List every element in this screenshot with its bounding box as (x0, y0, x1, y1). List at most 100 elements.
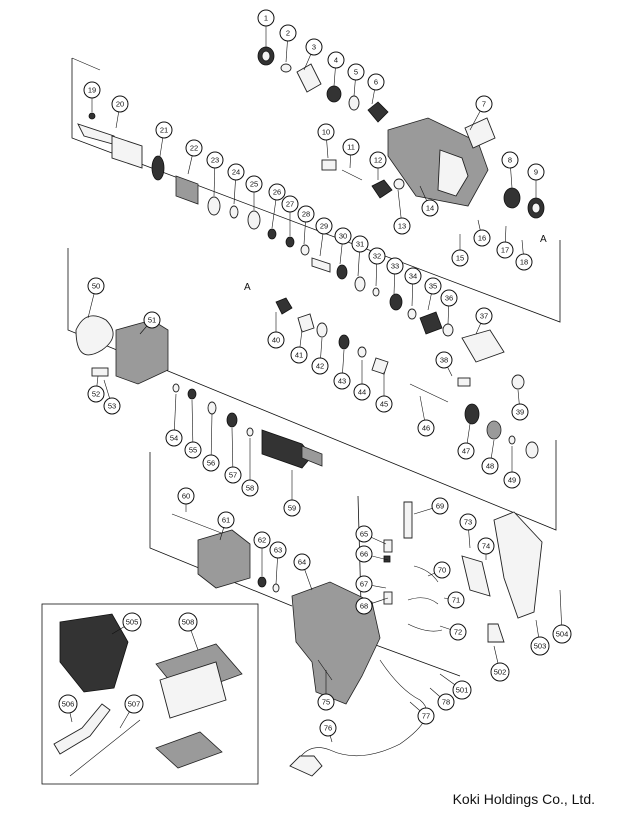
callout-69: 69 (413, 497, 449, 515)
callout-circle-66 (355, 545, 373, 563)
callout-14: 14 (419, 185, 439, 217)
callout-label-19: 19 (88, 86, 96, 95)
callout-label-42: 42 (316, 362, 324, 371)
callout-label-59: 59 (288, 504, 296, 513)
callout-circle-30 (334, 227, 352, 245)
callout-502: 502 (490, 645, 510, 682)
callout-circle-25 (245, 175, 263, 193)
callout-2: 2 (279, 24, 297, 63)
callout-circle-75 (317, 693, 335, 711)
callout-37: 37 (475, 307, 493, 335)
callout-label-2: 2 (286, 29, 290, 38)
callout-36: 36 (440, 289, 458, 325)
callout-circle-12 (369, 151, 387, 169)
callout-circle-33 (386, 257, 404, 275)
callout-label-26: 26 (273, 188, 281, 197)
callout-circle-69 (431, 497, 449, 515)
callout-label-11: 11 (347, 143, 355, 152)
callout-circle-61 (217, 511, 235, 529)
callout-circle-501 (452, 680, 472, 700)
callout-label-64: 64 (298, 558, 306, 567)
callout-circle-52 (87, 385, 105, 403)
callout-label-69: 69 (436, 502, 444, 511)
callout-circle-35 (424, 277, 442, 295)
callout-66: 66 (355, 545, 389, 563)
callout-77: 77 (409, 701, 435, 725)
callout-circle-508 (178, 612, 198, 632)
callout-circle-55 (184, 441, 202, 459)
callout-38: 38 (435, 351, 453, 377)
callout-label-21: 21 (160, 126, 168, 135)
callout-17: 17 (496, 225, 514, 259)
callout-circle-45 (375, 395, 393, 413)
callout-8: 8 (501, 151, 519, 189)
callout-circle-65 (355, 525, 373, 543)
frame-crank-section (67, 248, 557, 531)
callout-label-9: 9 (534, 168, 538, 177)
callout-21: 21 (155, 121, 173, 157)
callout-label-70: 70 (438, 566, 446, 575)
callout-circle-15 (451, 249, 469, 267)
callout-label-49: 49 (508, 476, 516, 485)
callout-32: 32 (368, 247, 386, 287)
callout-506: 506 (58, 694, 78, 723)
callout-label-6: 6 (374, 78, 378, 87)
callout-3: 3 (303, 38, 323, 71)
second-pinion-parts (77, 112, 505, 363)
callout-40: 40 (267, 312, 285, 349)
callout-circle-20 (111, 95, 129, 113)
callout-circle-43 (333, 372, 351, 390)
callout-circle-19 (83, 81, 101, 99)
callout-label-18: 18 (520, 258, 528, 267)
callout-circle-56 (202, 454, 220, 472)
striker-parts (321, 159, 405, 199)
callout-label-8: 8 (508, 156, 512, 165)
callout-circle-64 (293, 553, 311, 571)
callout-circle-27 (281, 195, 299, 213)
callout-label-61: 61 (222, 516, 230, 525)
callout-label-13: 13 (398, 222, 406, 231)
callout-label-502: 502 (494, 668, 507, 677)
callout-501: 501 (439, 673, 472, 700)
callout-30: 30 (334, 227, 352, 265)
callout-circle-46 (417, 419, 435, 437)
callout-label-48: 48 (486, 462, 494, 471)
callout-label-3: 3 (312, 43, 316, 52)
callout-label-508: 508 (182, 618, 195, 627)
callout-label-60: 60 (182, 492, 190, 501)
callout-circle-59 (283, 499, 301, 517)
callout-48: 48 (481, 439, 499, 475)
front-cap-parts (257, 46, 389, 123)
callout-10: 10 (317, 123, 335, 159)
callout-label-16: 16 (478, 234, 486, 243)
callout-78: 78 (429, 687, 455, 711)
callout-circle-40 (267, 331, 285, 349)
callout-31: 31 (351, 235, 369, 277)
callout-circle-78 (437, 693, 455, 711)
callout-44: 44 (353, 360, 371, 401)
callout-label-24: 24 (232, 168, 240, 177)
callout-circle-63 (269, 541, 287, 559)
callout-circle-13 (393, 217, 411, 235)
callout-label-31: 31 (356, 240, 364, 249)
callout-label-62: 62 (258, 536, 266, 545)
callout-circle-505 (122, 612, 142, 632)
callout-circle-26 (268, 183, 286, 201)
callout-16: 16 (473, 219, 491, 247)
callout-label-55: 55 (189, 446, 197, 455)
callout-58: 58 (241, 438, 259, 497)
callout-label-39: 39 (516, 408, 524, 417)
callout-circle-76 (319, 719, 337, 737)
callout-label-35: 35 (429, 282, 437, 291)
callout-label-38: 38 (440, 356, 448, 365)
callout-label-504: 504 (556, 630, 569, 639)
callout-circle-17 (496, 241, 514, 259)
callout-circle-34 (404, 267, 422, 285)
callout-label-36: 36 (445, 294, 453, 303)
callout-label-53: 53 (108, 402, 116, 411)
callout-label-17: 17 (501, 246, 509, 255)
callout-51: 51 (139, 311, 161, 335)
callout-label-1: 1 (264, 14, 268, 23)
callout-label-14: 14 (426, 204, 434, 213)
callout-circle-70 (433, 561, 451, 579)
